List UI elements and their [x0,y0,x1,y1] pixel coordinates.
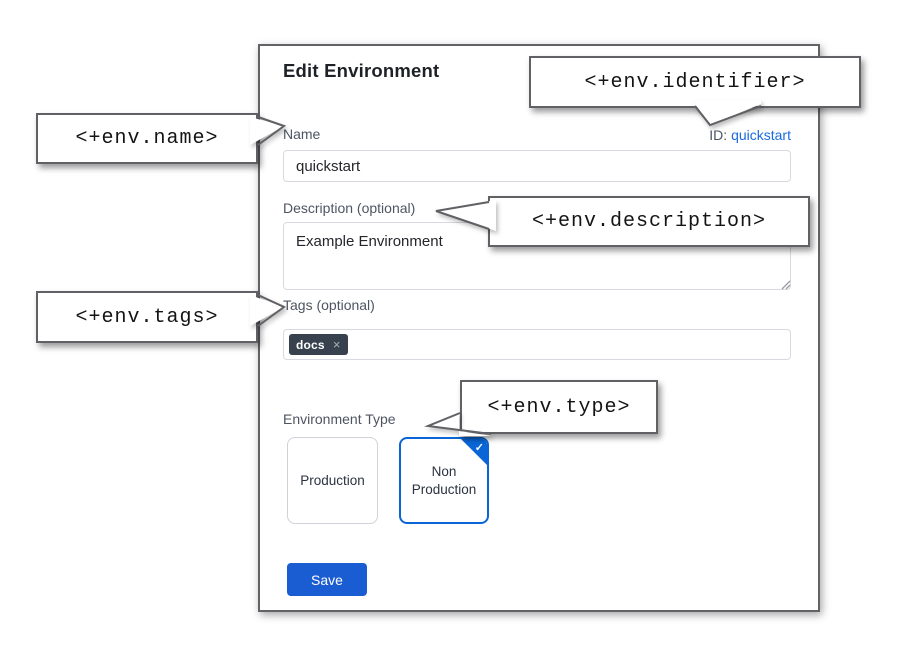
tags-input[interactable]: docs × [283,329,791,360]
check-icon: ✓ [474,442,484,454]
env-type-card-non-production[interactable]: Non Production ✓ [399,437,489,524]
callout-env-description: <+env.description> [488,196,810,247]
callout-env-tags: <+env.tags> [36,291,258,343]
tag-remove-icon[interactable]: × [332,337,341,352]
edit-environment-dialog: Edit Environment Name ID: quickstart Des… [258,44,820,612]
environment-type-label: Environment Type [283,411,396,427]
description-label: Description (optional) [283,200,416,216]
name-label: Name [283,126,321,142]
callout-env-name: <+env.name> [36,113,258,164]
tags-label: Tags (optional) [283,297,375,313]
env-type-card-label: Non Production [411,463,477,497]
save-button[interactable]: Save [287,563,367,596]
id-value-link[interactable]: quickstart [731,127,791,143]
dialog-title: Edit Environment [283,60,440,81]
id-label: ID: [709,127,728,143]
selected-corner-flag [459,439,487,467]
tag-chip-text: docs [296,337,325,352]
tag-chip: docs × [289,334,348,355]
env-type-card-production[interactable]: Production [287,437,378,524]
env-type-card-label: Production [300,472,365,488]
identifier-row: ID: quickstart [709,127,791,143]
callout-env-identifier: <+env.identifier> [529,56,861,108]
name-input[interactable] [283,150,791,182]
callout-env-type: <+env.type> [460,380,658,434]
